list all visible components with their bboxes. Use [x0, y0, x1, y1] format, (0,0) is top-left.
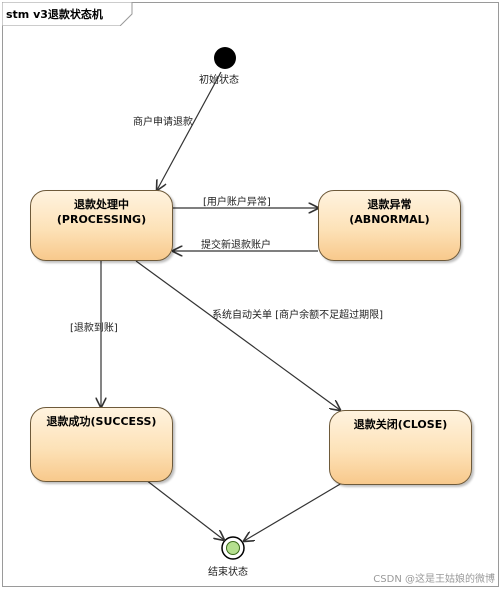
- label-processing-to-close: 系统自动关单 [商户余额不足超过期限]: [212, 310, 383, 321]
- state-processing[interactable]: 退款处理中 (PROCESSING): [30, 190, 173, 261]
- watermark: CSDN @这是王姑娘的微博: [373, 574, 495, 585]
- edge-init-to-processing: [157, 71, 222, 190]
- state-success[interactable]: 退款成功(SUCCESS): [30, 407, 173, 482]
- diagram-frame: [2, 2, 499, 587]
- state-abnormal[interactable]: 退款异常 (ABNORMAL): [318, 190, 461, 261]
- label-processing-to-abnormal: [用户账户异常]: [203, 197, 271, 208]
- initial-label: 初始状态: [199, 75, 239, 86]
- label-init-to-processing: 商户申请退款: [133, 117, 193, 128]
- state-close[interactable]: 退款关闭(CLOSE): [329, 410, 472, 485]
- initial-node: [214, 47, 236, 69]
- edge-processing-to-close: [135, 260, 340, 410]
- state-close-name: 退款关闭(CLOSE): [353, 418, 448, 431]
- state-abnormal-code: (ABNORMAL): [349, 213, 430, 226]
- final-node-inner: [226, 541, 240, 555]
- title-tab: [2, 2, 133, 26]
- edge-success-to-final: [145, 479, 224, 540]
- state-success-name: 退款成功(SUCCESS): [46, 415, 157, 428]
- edge-close-to-final: [244, 482, 343, 541]
- state-processing-name: 退款处理中: [74, 198, 129, 211]
- diagram-title: stm v3退款状态机: [6, 8, 103, 21]
- final-label: 结束状态: [208, 567, 248, 578]
- state-processing-code: (PROCESSING): [56, 213, 147, 226]
- label-processing-to-success: [退款到账]: [70, 323, 118, 334]
- label-abnormal-to-processing: 提交新退款账户: [201, 240, 271, 251]
- state-abnormal-name: 退款异常: [367, 198, 412, 211]
